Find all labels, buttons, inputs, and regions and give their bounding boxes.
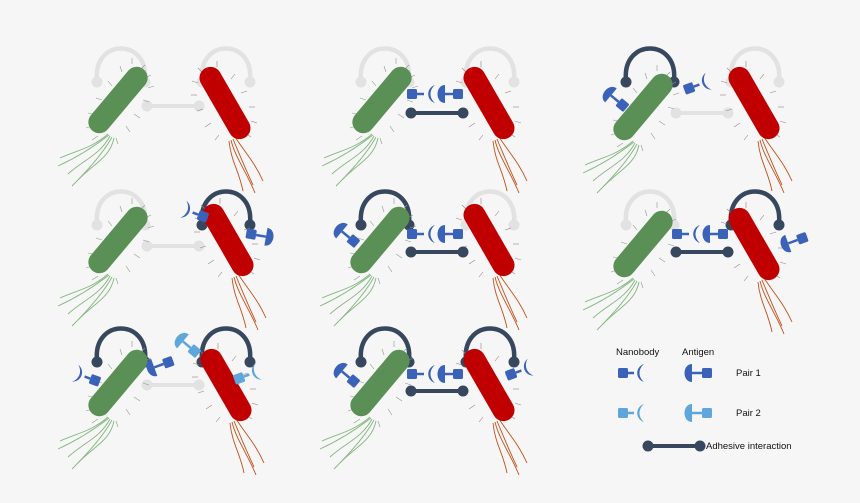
panel-2: [321, 49, 528, 194]
legend-adhesive-icon: [640, 438, 708, 454]
legend-nanobody-label: Nanobody: [616, 347, 660, 358]
panel-5: [319, 192, 528, 331]
legend-pair1-antigen: [683, 362, 714, 384]
panel-3: [582, 49, 793, 194]
legend-antigen-label: Antigen: [682, 347, 714, 358]
legend: Nanobody Antigen Pair 1 Pair 2 Adhesive …: [616, 347, 792, 454]
panel-4: [57, 192, 277, 331]
legend-pair2-antigen: [683, 402, 714, 424]
panel-1: [57, 49, 264, 194]
panel-7: [57, 329, 265, 476]
legend-pair1-label: Pair 1: [736, 368, 761, 379]
panel-6: [582, 192, 812, 335]
panel-8: [319, 329, 536, 476]
legend-adhesive-label: Adhesive interaction: [706, 441, 792, 452]
legend-pair1-nanobody: [616, 362, 646, 384]
legend-pair2-label: Pair 2: [736, 408, 761, 419]
legend-pair2-nanobody: [616, 402, 646, 424]
